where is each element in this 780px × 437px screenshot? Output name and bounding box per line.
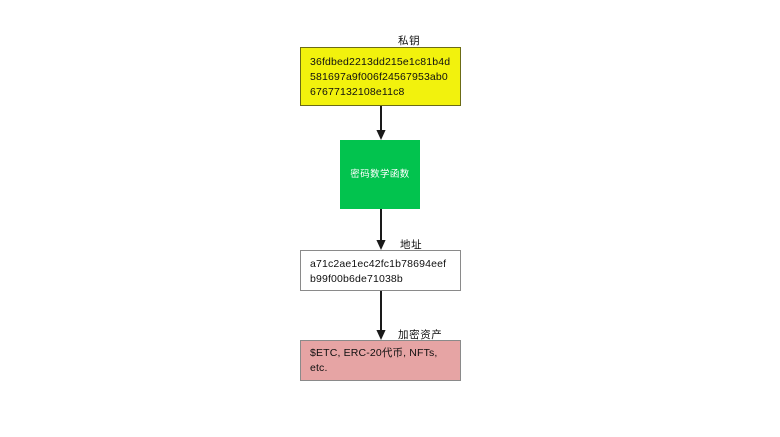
node-label-address: 地址 xyxy=(400,239,423,251)
address-value: a71c2ae1ec42fc1b78694eefb99f00b6de71038b xyxy=(310,258,447,285)
node-crypto-function: 密码数学函数 xyxy=(340,140,420,209)
arrow-crypto-function-to-address xyxy=(374,209,388,251)
crypto-function-label: 密码数学函数 xyxy=(350,169,410,180)
node-crypto-assets: $ETC, ERC-20代币, NFTs, etc. xyxy=(300,340,461,381)
private-key-value: 36fdbed2213dd215e1c81b4d581697a9f006f245… xyxy=(310,56,451,98)
node-label-crypto-assets: 加密资产 xyxy=(398,329,443,341)
arrow-address-to-crypto-assets xyxy=(374,291,388,341)
node-label-private-key: 私钥 xyxy=(398,35,421,47)
arrow-private-key-to-crypto-function xyxy=(374,106,388,141)
node-address: a71c2ae1ec42fc1b78694eefb99f00b6de71038b xyxy=(300,250,461,291)
node-private-key: 36fdbed2213dd215e1c81b4d581697a9f006f245… xyxy=(300,47,461,106)
crypto-assets-value: $ETC, ERC-20代币, NFTs, etc. xyxy=(310,346,441,374)
